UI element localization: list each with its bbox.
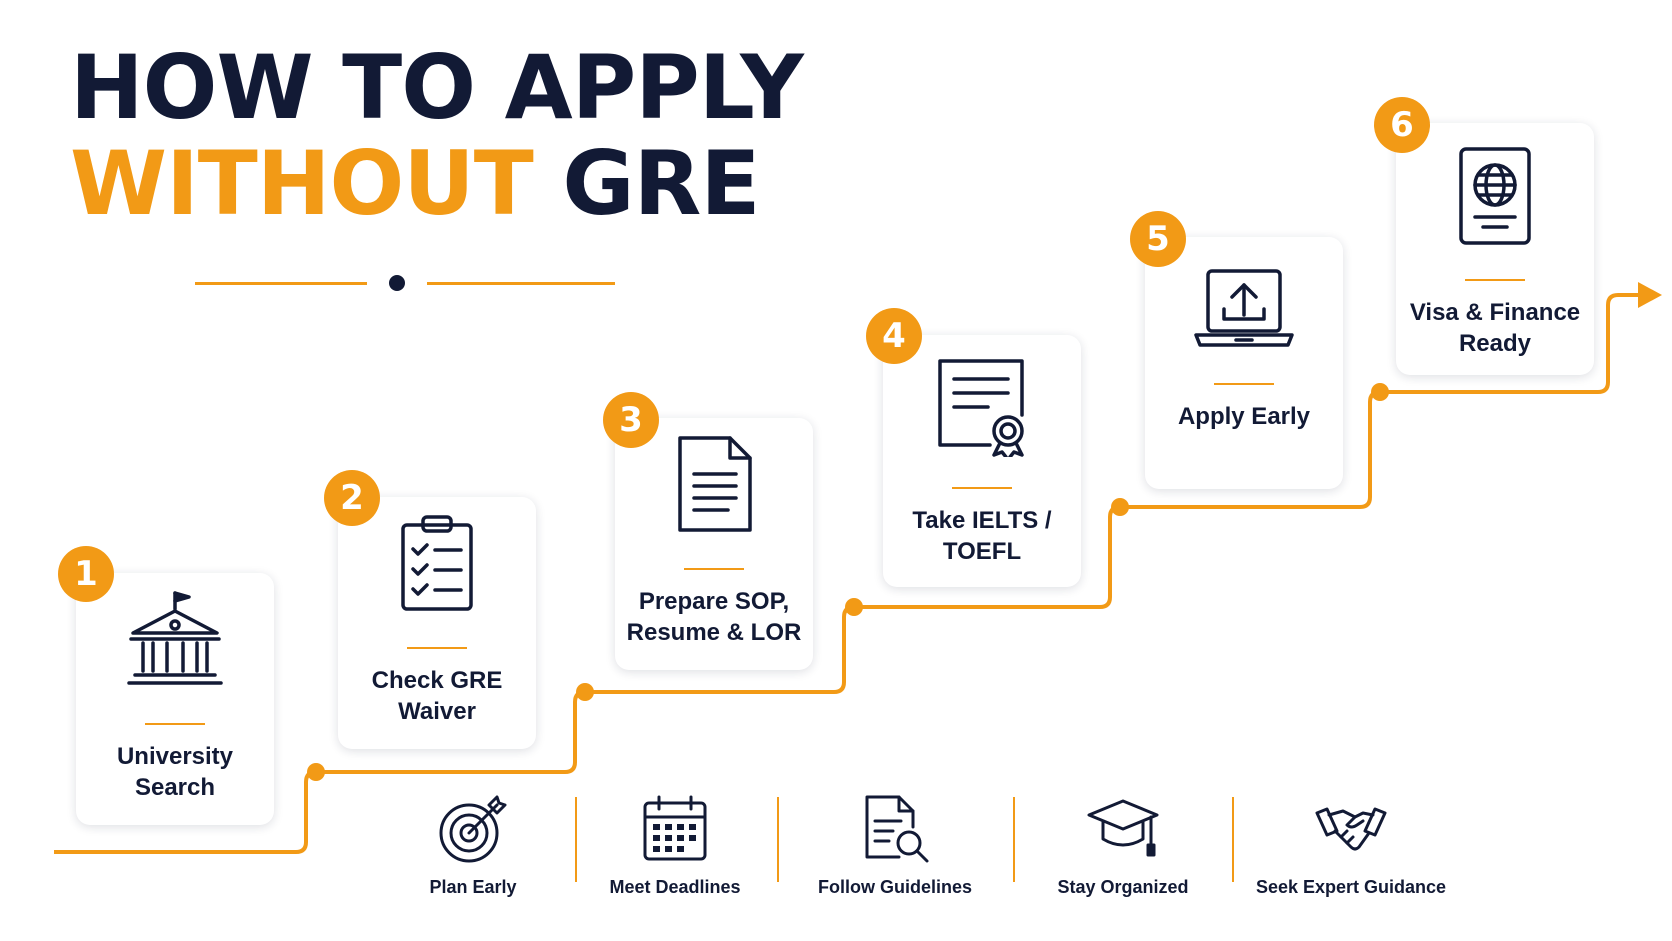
step-card-4: Take IELTS / TOEFL	[883, 335, 1081, 587]
step-badge-3: 3	[603, 392, 659, 448]
tip-seek-expert-guidance: Seek Expert Guidance	[1251, 793, 1451, 913]
path-node-5	[1371, 383, 1389, 401]
step-card-2: Check GRE Waiver	[338, 497, 536, 749]
university-building-icon	[125, 589, 225, 689]
step-card-5: Apply Early	[1145, 237, 1343, 489]
step-separator-5	[1214, 383, 1274, 385]
title-rest-word: GRE	[562, 132, 760, 235]
tips-separator	[777, 797, 779, 882]
step-card-3: Prepare SOP, Resume & LOR	[615, 418, 813, 670]
staircase-line	[54, 293, 1640, 854]
step-separator-6	[1465, 279, 1525, 281]
tips-separator	[575, 797, 577, 882]
step-separator-3	[684, 568, 744, 570]
step-card-1: University Search	[76, 573, 274, 825]
path-node-2	[576, 683, 594, 701]
step-separator-4	[952, 487, 1012, 489]
path-node-1	[307, 763, 325, 781]
target-icon	[439, 795, 507, 863]
step-card-6: Visa & Finance Ready	[1396, 123, 1594, 375]
title-line-2: WITHOUT GRE	[70, 136, 803, 232]
title-accent-word: WITHOUT	[70, 132, 534, 235]
tips-separator	[1013, 797, 1015, 882]
step-label-5: Apply Early	[1177, 403, 1311, 430]
tips-separator	[1232, 797, 1234, 882]
clipboard-checklist-icon	[387, 513, 487, 613]
step-separator-1	[145, 723, 205, 725]
document-icon	[664, 434, 764, 534]
path-node-3	[845, 598, 863, 616]
step-badge-6: 6	[1374, 97, 1430, 153]
step-badge-5: 5	[1130, 211, 1186, 267]
step-badge-4: 4	[866, 308, 922, 364]
step-badge-2: 2	[324, 470, 380, 526]
title-line-1: HOW TO APPLY	[70, 36, 804, 139]
tip-plan-early: Plan Early	[373, 793, 573, 913]
passport-icon	[1445, 147, 1545, 247]
tip-label: Plan Early	[429, 877, 517, 897]
tip-label: Seek Expert Guidance	[1255, 877, 1447, 897]
tip-follow-guidelines: Follow Guidelines	[795, 793, 995, 913]
divider-line-right	[427, 282, 615, 285]
divider-dot	[389, 275, 405, 291]
calendar-icon	[643, 795, 707, 861]
title-divider	[195, 275, 615, 291]
tip-label: Stay Organized	[1057, 877, 1189, 897]
handshake-icon	[1315, 807, 1387, 851]
tip-meet-deadlines: Meet Deadlines	[575, 793, 775, 913]
certificate-icon	[932, 357, 1032, 457]
graduation-cap-icon	[1087, 799, 1159, 857]
tip-label: Meet Deadlines	[609, 877, 741, 897]
step-label-6: Visa & Finance Ready	[1409, 299, 1581, 357]
path-arrowhead	[1638, 282, 1662, 308]
step-label-1: University Search	[116, 743, 234, 801]
step-label-2: Check GRE Waiver	[371, 667, 503, 725]
step-label-3: Prepare SOP, Resume & LOR	[626, 588, 802, 646]
tip-stay-organized: Stay Organized	[1023, 793, 1223, 913]
document-search-icon	[865, 795, 929, 863]
page-title: HOW TO APPLY WITHOUT GRE	[70, 36, 804, 232]
path-node-4	[1111, 498, 1129, 516]
step-label-4: Take IELTS / TOEFL	[912, 507, 1052, 565]
tip-label: Follow Guidelines	[817, 877, 972, 897]
laptop-upload-icon	[1194, 263, 1294, 363]
step-separator-2	[407, 647, 467, 649]
step-badge-1: 1	[58, 546, 114, 602]
divider-line-left	[195, 282, 367, 285]
